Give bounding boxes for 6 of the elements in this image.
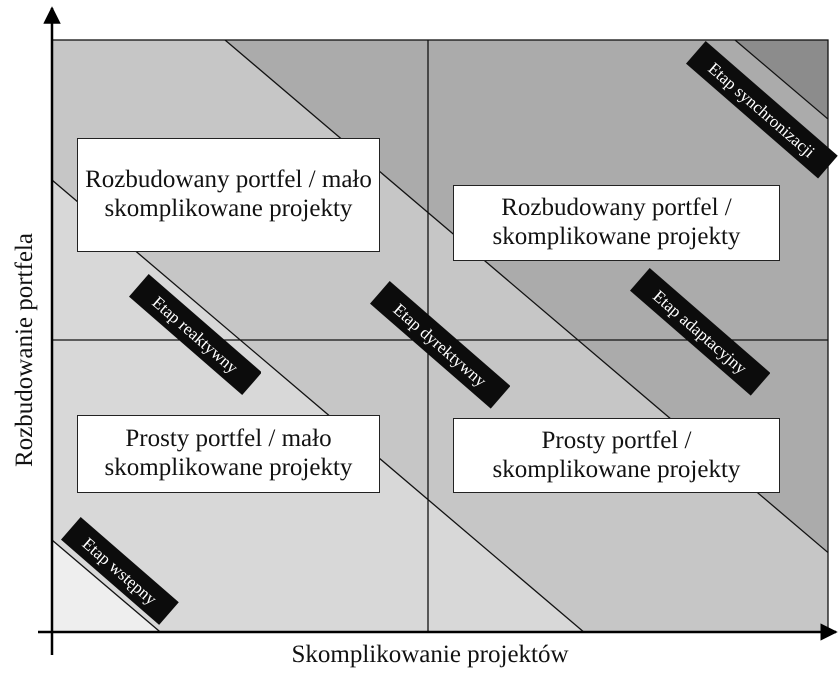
axis-title: Skomplikowanie projektów	[292, 641, 569, 669]
quadrant-box: Prosty portfel / skomplikowane projekty	[453, 418, 780, 493]
quadrant-box: Rozbudowany portfel / skomplikowane projekty	[453, 185, 780, 261]
axis-title: Rozbudowanie portfela	[10, 233, 39, 467]
quadrant-box: Rozbudowany portfel / mało skomplikowane projekty	[77, 138, 380, 252]
quadrant-box: Prosty portfel / mało skomplikowane projekty	[77, 415, 380, 493]
